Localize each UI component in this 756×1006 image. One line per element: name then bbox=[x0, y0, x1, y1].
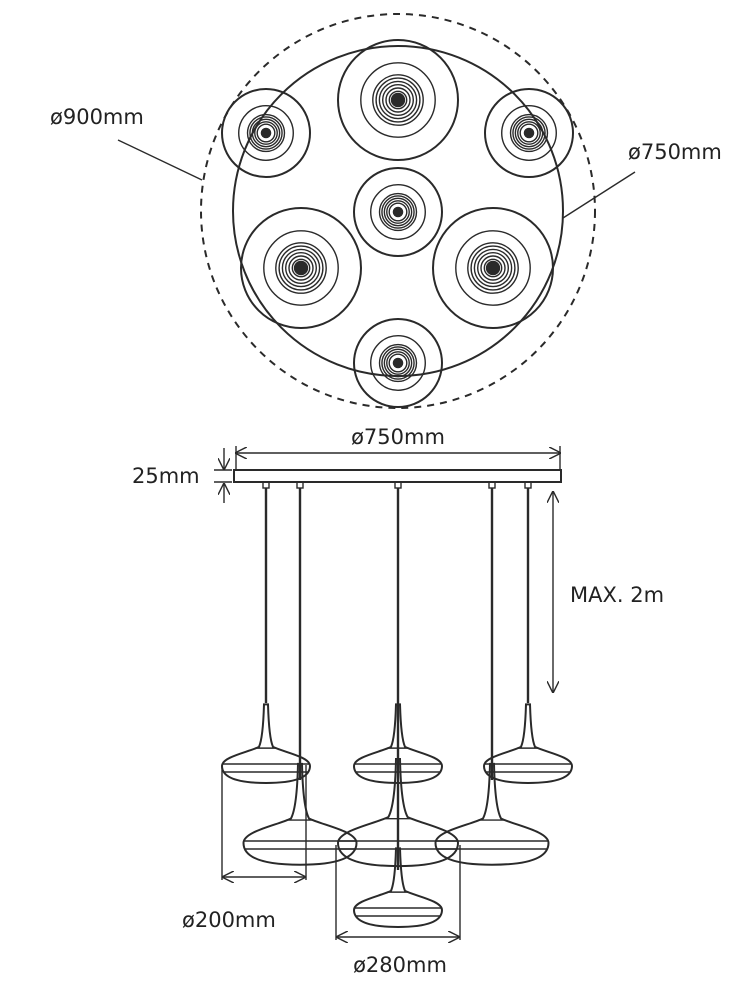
shade-top-view bbox=[432, 207, 554, 329]
pendant-shade bbox=[352, 847, 444, 928]
pendant-shade bbox=[220, 703, 312, 784]
top-view: ø900mm ø750mm bbox=[50, 13, 722, 409]
shade-top-view bbox=[484, 88, 574, 178]
outer-diameter-label: ø900mm bbox=[50, 105, 144, 129]
small-shade-label: ø200mm bbox=[182, 908, 276, 932]
canopy-diameter-label: ø750mm bbox=[628, 140, 722, 164]
shade-top-view bbox=[353, 318, 443, 408]
canopy-width-label: ø750mm bbox=[351, 425, 445, 449]
shade-top-view bbox=[221, 88, 311, 178]
leader-line-900 bbox=[117, 139, 203, 181]
pendant-shade bbox=[352, 703, 444, 784]
side-view: ø750mm 25mm MAX. 2m ø200mm ø280mm bbox=[132, 425, 664, 977]
shade-top-view bbox=[337, 39, 459, 161]
shade-top-view bbox=[240, 207, 362, 329]
shade-top-view bbox=[353, 167, 443, 257]
large-shade-label: ø280mm bbox=[353, 953, 447, 977]
leader-line-750 bbox=[562, 171, 636, 219]
outer-dashed-circle bbox=[200, 13, 596, 409]
ceiling-canopy-bar bbox=[233, 469, 562, 483]
max-drop-label: MAX. 2m bbox=[570, 583, 664, 607]
canopy-thickness-label: 25mm bbox=[132, 464, 200, 488]
pendant-shade bbox=[482, 703, 574, 784]
